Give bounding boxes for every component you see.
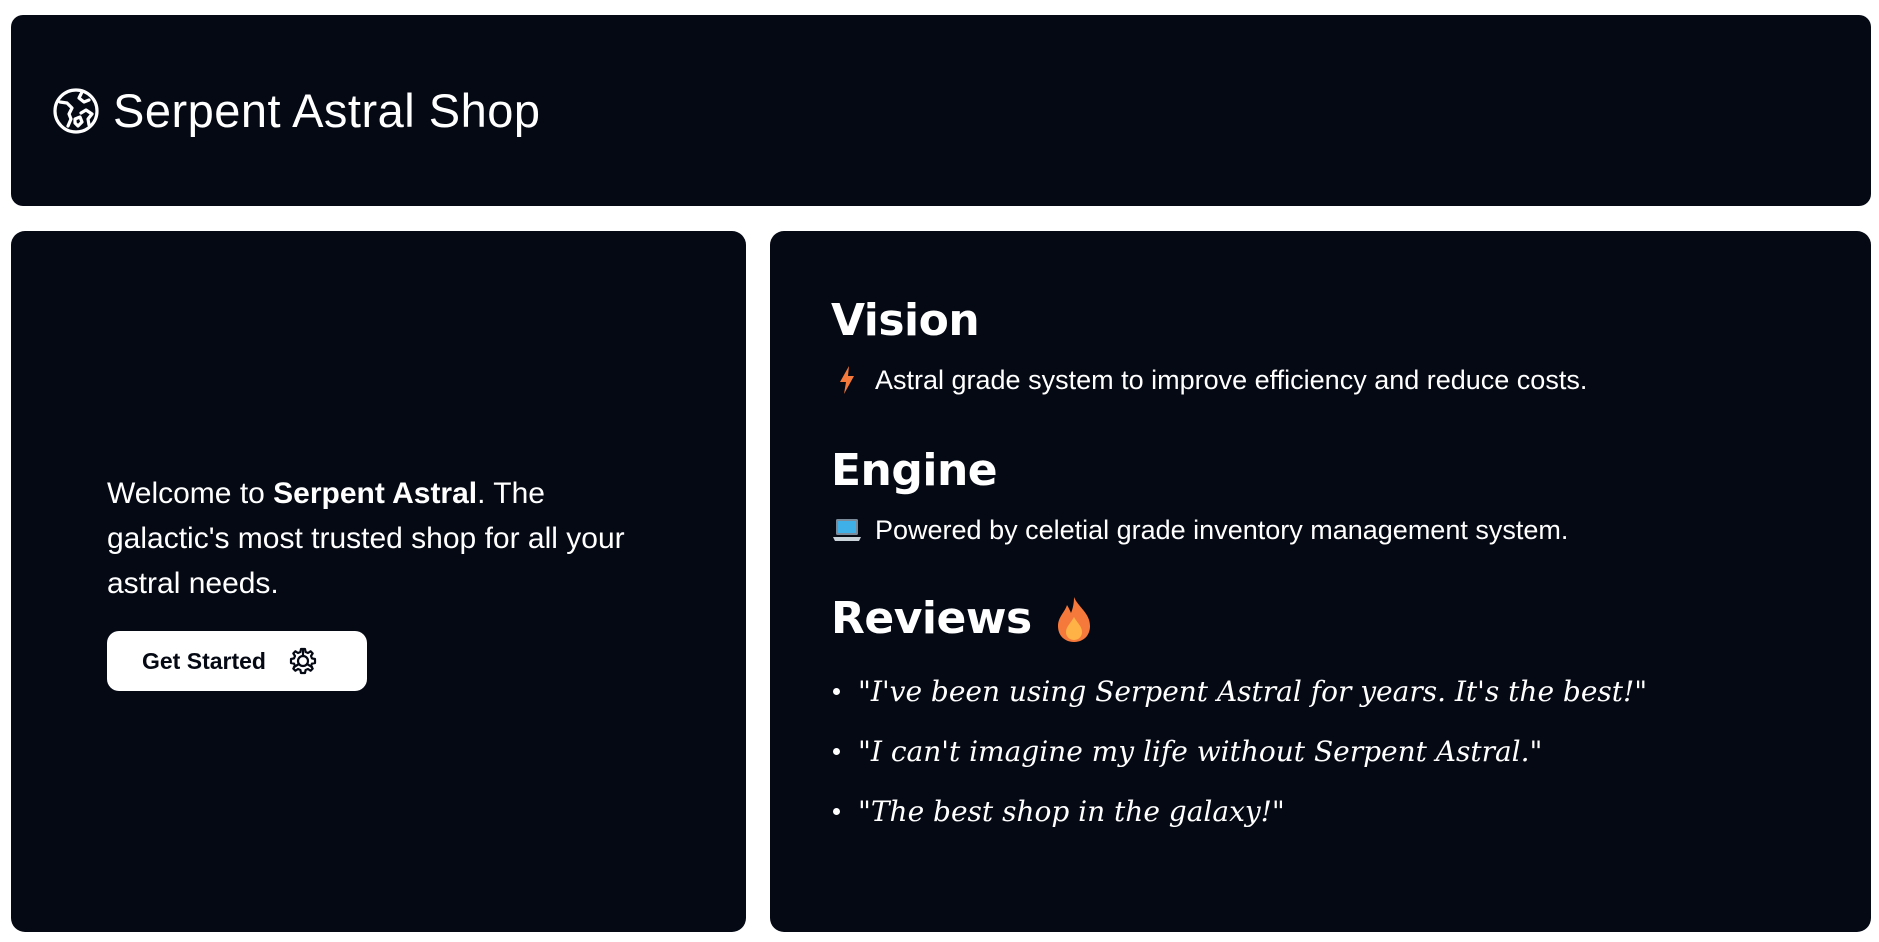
review-text: "I can't imagine my life without Serpent…: [858, 734, 1543, 768]
reviews-list: "I've been using Serpent Astral for year…: [831, 661, 1647, 841]
reviews-title: Reviews: [831, 593, 1032, 644]
laptop-icon: [831, 514, 863, 546]
engine-line: Powered by celetial grade inventory mana…: [831, 514, 1568, 546]
globe-icon: [51, 86, 101, 136]
gear-icon: [288, 646, 318, 676]
engine-text: Powered by celetial grade inventory mana…: [875, 514, 1569, 545]
vision-text: Astral grade system to improve efficienc…: [875, 364, 1588, 395]
welcome-prefix: Welcome to: [107, 477, 274, 510]
vision-title: Vision: [831, 295, 980, 346]
lightning-icon: [831, 364, 863, 396]
list-item: "The best shop in the galaxy!": [831, 781, 1647, 841]
list-item: "I've been using Serpent Astral for year…: [831, 661, 1647, 721]
welcome-text: Welcome to Serpent Astral. The galactic'…: [107, 471, 627, 606]
hero-card: Welcome to Serpent Astral. The galactic'…: [11, 231, 746, 932]
site-header: Serpent Astral Shop: [11, 15, 1871, 206]
reviews-heading: Reviews: [831, 593, 1094, 644]
welcome-suffix: . The galactic's most trusted shop for a…: [107, 477, 625, 600]
engine-title: Engine: [831, 445, 998, 496]
bullet: [833, 747, 840, 755]
vision-line: Astral grade system to improve efficienc…: [831, 364, 1587, 396]
review-text: "I've been using Serpent Astral for year…: [858, 674, 1648, 708]
get-started-button[interactable]: Get Started: [107, 631, 367, 691]
welcome-brand: Serpent Astral: [273, 477, 478, 510]
bullet: [833, 807, 840, 815]
info-card: Vision Astral grade system to improve ef…: [770, 231, 1871, 932]
bullet: [833, 687, 840, 695]
list-item: "I can't imagine my life without Serpent…: [831, 721, 1647, 781]
site-title: Serpent Astral Shop: [113, 84, 541, 137]
get-started-label: Get Started: [142, 647, 266, 674]
fire-icon: [1054, 595, 1094, 643]
review-text: "The best shop in the galaxy!": [858, 794, 1285, 828]
